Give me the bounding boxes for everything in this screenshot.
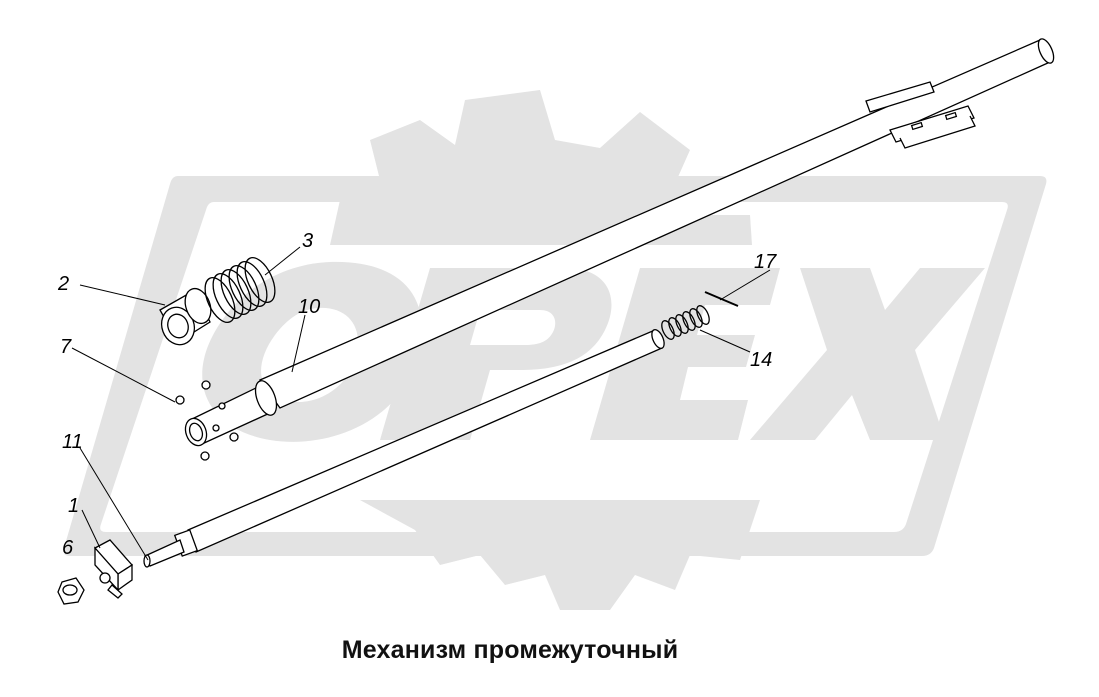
callout-10: 10: [298, 296, 320, 318]
leader-lines: [71, 246, 771, 561]
callout-17: 17: [754, 251, 777, 273]
sleeve-10: [175, 380, 278, 461]
watermark-letters: [202, 261, 985, 442]
callout-2: 2: [57, 273, 69, 295]
parts-drawing: [57, 38, 1055, 605]
callout-3: 3: [302, 230, 313, 252]
callout-11: 11: [62, 431, 83, 453]
callout-labels: 2 3 10 7 17 14 11 1 6: [57, 230, 777, 559]
spring-14: [661, 305, 710, 340]
callout-1: 1: [68, 495, 79, 517]
callout-6: 6: [62, 537, 74, 559]
watermark-frame: [63, 176, 1047, 556]
diagram-caption: Механизм промежуточный: [341, 636, 679, 664]
nut-6: [57, 577, 85, 605]
shaft-11: [143, 328, 665, 568]
bushing-2: [159, 287, 212, 346]
callout-14: 14: [750, 349, 772, 371]
spring-3: [204, 257, 276, 323]
clamp-1: [93, 539, 133, 599]
callout-7: 7: [60, 336, 72, 358]
